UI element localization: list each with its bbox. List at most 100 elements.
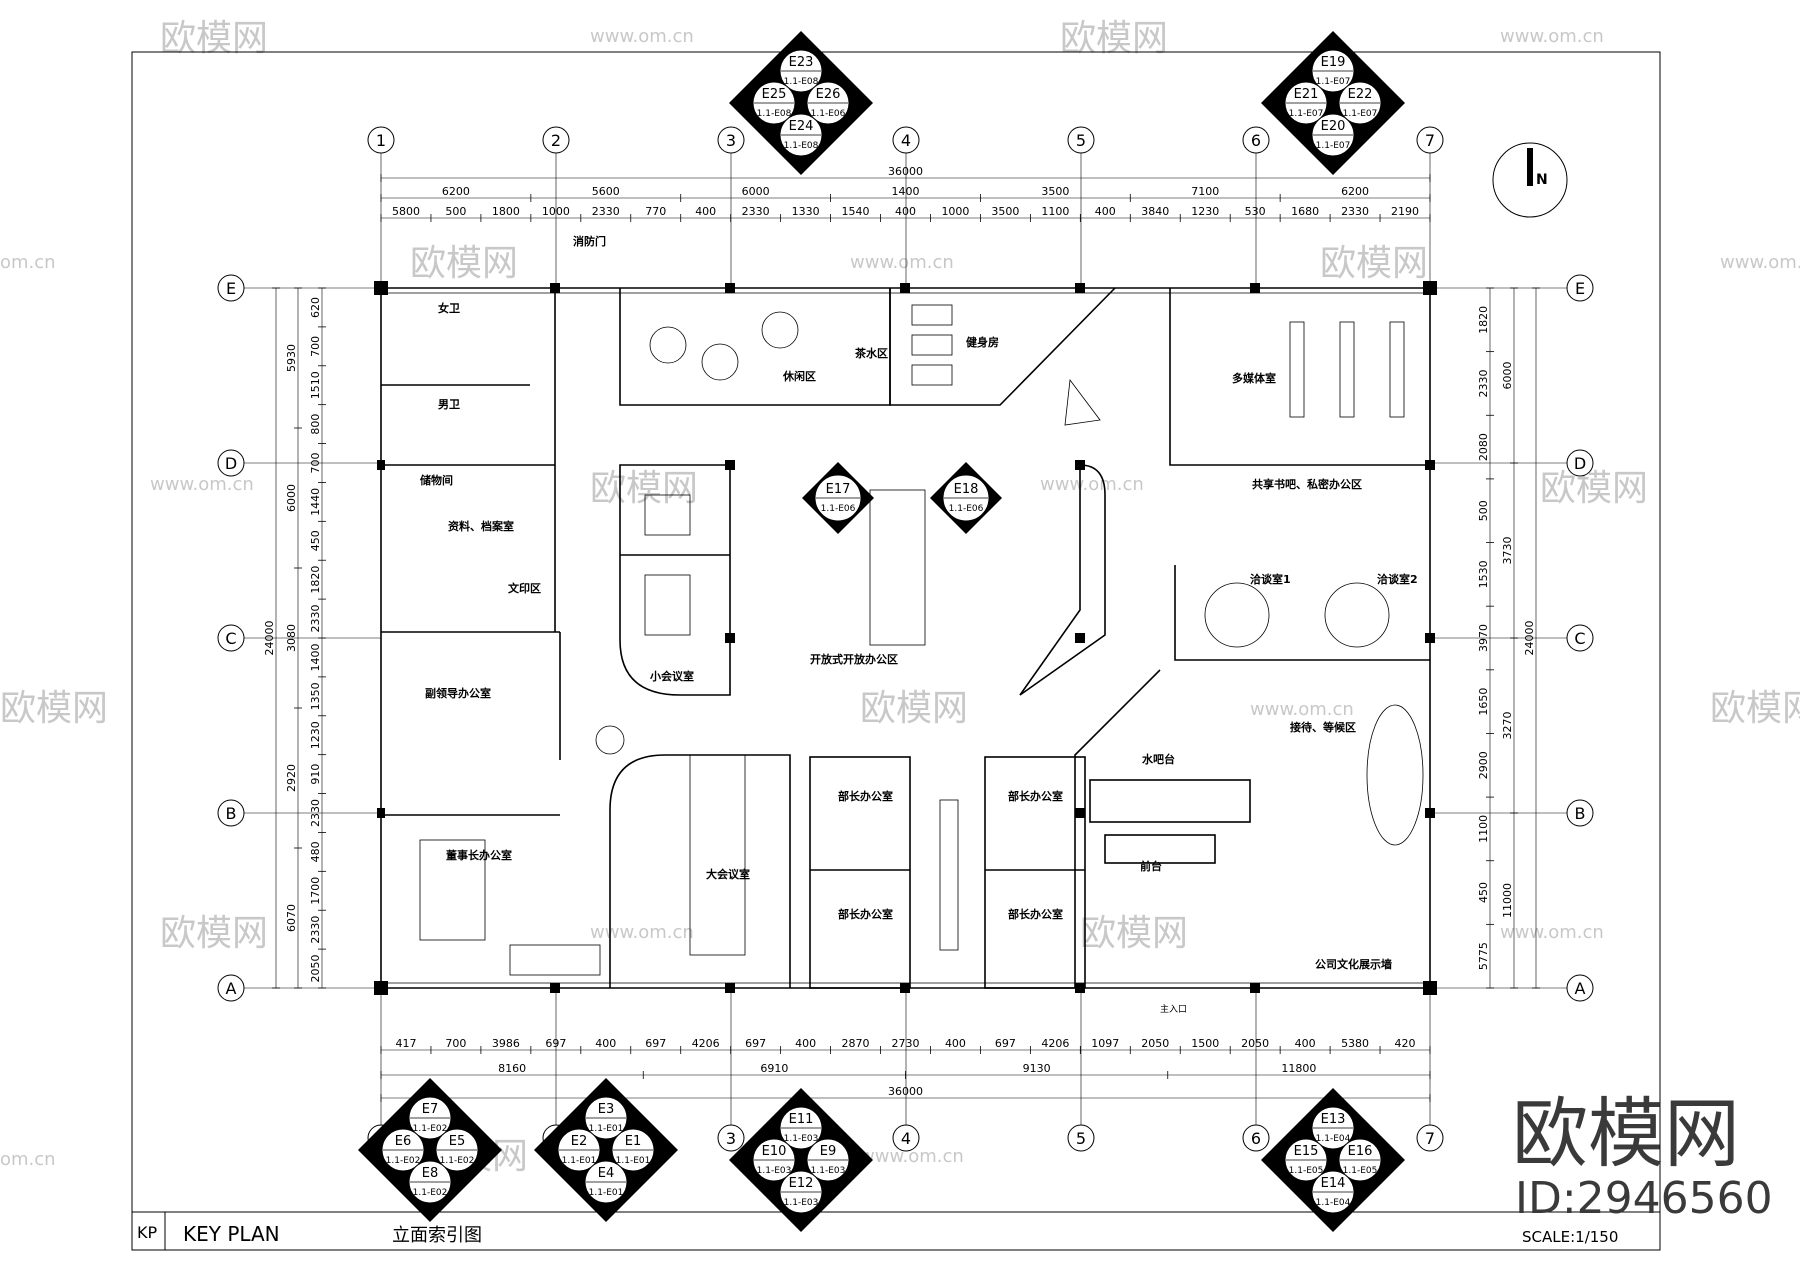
dim-right-row1-value: 2900	[1477, 751, 1490, 779]
grid-label-column: 1	[376, 131, 386, 150]
furniture	[419, 304, 1424, 976]
dim-bottom-row1-value: 5380	[1341, 1037, 1369, 1050]
room-label-large-meeting: 大会议室	[706, 867, 750, 881]
dim-left-row1-value: 2330	[309, 605, 322, 633]
dim-top-row1-value: 6200	[442, 185, 470, 198]
dim-top-row2-value: 400	[695, 205, 716, 218]
elevation-marker-ref: 1.1-E02	[413, 1188, 448, 1198]
scale-label: SCALE:1/150	[1522, 1228, 1618, 1246]
dim-bottom-row2-value: 11800	[1281, 1062, 1316, 1075]
elevation-marker-ref: 1.1-E03	[784, 1134, 819, 1144]
room-label-culture-wall: 公司文化展示墙	[1315, 957, 1392, 971]
dim-right-row1-value: 450	[1477, 882, 1490, 903]
elevation-marker-label: E1	[625, 1134, 642, 1149]
plan-subtitle: 立面索引图	[392, 1225, 482, 1246]
dim-right-row1-value: 1650	[1477, 688, 1490, 716]
dim-bottom-row1-value: 417	[395, 1037, 416, 1050]
grid-label-row: A	[1575, 979, 1586, 998]
dim-left-row2-value: 6070	[285, 904, 298, 932]
dim-bottom-row1-value: 697	[545, 1037, 566, 1050]
elevation-marker-label: E16	[1348, 1144, 1373, 1159]
elevation-marker-ref: 1.1-E01	[616, 1156, 651, 1166]
room-label-lounge: 休闲区	[782, 369, 816, 383]
dim-top-total-value: 36000	[888, 165, 923, 178]
room-label-bookbar: 共享书吧、私密办公区	[1252, 477, 1362, 491]
elevation-marker-label: E5	[449, 1134, 466, 1149]
watermark-brand: 欧模网	[160, 18, 268, 59]
room-label-fire-door: 消防门	[573, 234, 606, 248]
room-label-bar: 水吧台	[1142, 752, 1175, 766]
elevation-marker-label: E13	[1321, 1112, 1346, 1127]
grid-label-column: 7	[1425, 131, 1435, 150]
dim-top-row2-value: 400	[895, 205, 916, 218]
title-code: KP	[137, 1223, 157, 1242]
dim-bottom-row2-value: 6910	[760, 1062, 788, 1075]
grid-label-column: 5	[1076, 1129, 1086, 1148]
dim-left-row2-value: 2920	[285, 764, 298, 792]
dim-top-row1-value: 3500	[1041, 185, 1069, 198]
watermark-short-site: om.cn	[0, 1149, 56, 1170]
dim-left-row1-value: 1820	[309, 566, 322, 594]
dim-bottom-row1-value: 1500	[1191, 1037, 1219, 1050]
room-label-dept-office: 部长办公室	[1008, 789, 1063, 803]
elevation-marker-label: E19	[1321, 55, 1346, 70]
dim-top-row2-value: 2330	[742, 205, 770, 218]
dim-bottom-row1-value: 4206	[692, 1037, 720, 1050]
watermark-brand: 欧模网	[1540, 468, 1648, 509]
room-label-gym: 健身房	[966, 335, 999, 349]
watermark-site: www.om.cn	[150, 474, 254, 495]
elevation-marker-label: E6	[395, 1134, 412, 1149]
room-label-deputy-office: 副领导办公室	[425, 686, 491, 700]
dim-left-row1-value: 1700	[309, 877, 322, 905]
room-label-dept-office: 部长办公室	[838, 907, 893, 921]
dim-top-row2-value: 2330	[592, 205, 620, 218]
dim-top-row2-value: 1330	[792, 205, 820, 218]
elevation-marker-diamond	[729, 31, 873, 175]
dim-left-row2-value: 5930	[285, 344, 298, 372]
dim-left-row1-value: 1350	[309, 682, 322, 710]
dim-left-total-value: 24000	[263, 621, 276, 656]
elevation-marker-ref: 1.1-E08	[757, 109, 792, 119]
room-label-men-wc: 男卫	[438, 398, 460, 411]
dim-left-row1-value: 480	[309, 841, 322, 862]
grid-label-row: D	[225, 454, 237, 473]
elevation-marker-diamond	[1261, 1088, 1405, 1232]
elevation-marker-diamond	[1261, 31, 1405, 175]
section-marker-ref: 1.1-E06	[949, 504, 984, 514]
watermark-site: www.om.cn	[1720, 252, 1800, 273]
room-label-storage: 储物间	[420, 473, 453, 487]
elevation-marker-label: E2	[571, 1134, 588, 1149]
grid-label-column: 3	[726, 1129, 736, 1148]
dim-bottom-row1-value: 400	[945, 1037, 966, 1050]
elevation-marker-ref: 1.1-E02	[386, 1156, 421, 1166]
dim-top-row2-value: 3500	[991, 205, 1019, 218]
grid-label-row: A	[226, 979, 237, 998]
dim-top-row2-value: 770	[645, 205, 666, 218]
elevation-marker-ref: 1.1-E08	[784, 77, 819, 87]
elevation-marker-label: E22	[1348, 87, 1373, 102]
elevation-marker-label: E4	[598, 1166, 615, 1181]
dim-bottom-row1-value: 4206	[1041, 1037, 1069, 1050]
grid-label-row: C	[225, 629, 236, 648]
elevation-marker-label: E14	[1321, 1176, 1346, 1191]
elevation-marker-ref: 1.1-E08	[784, 141, 819, 151]
grid-label-column: 4	[901, 131, 911, 150]
dim-top-row1-value: 6000	[742, 185, 770, 198]
dim-top-row2-value: 400	[1095, 205, 1116, 218]
watermark-brand: 欧模网	[0, 688, 108, 729]
watermark-brand: 欧模网	[410, 243, 518, 284]
elevation-marker-ref: 1.1-E05	[1289, 1166, 1324, 1176]
room-labels: 女卫 男卫 储物间 资料、档案室 文印区 副领导办公室 董事长办公室 休闲区 茶…	[420, 234, 1418, 1015]
room-label-dept-office: 部长办公室	[1008, 907, 1063, 921]
building-walls	[380, 287, 1431, 989]
elevation-marker-label: E26	[816, 87, 841, 102]
elevation-markers: E231.1-E08E251.1-E08E261.1-E06E241.1-E08…	[358, 31, 1405, 1232]
section-marker-ref: 1.1-E06	[821, 504, 856, 514]
room-label-reception: 接待、等候区	[1290, 720, 1356, 734]
dim-top-row1-value: 6200	[1341, 185, 1369, 198]
elevation-marker-label: E15	[1294, 1144, 1319, 1159]
